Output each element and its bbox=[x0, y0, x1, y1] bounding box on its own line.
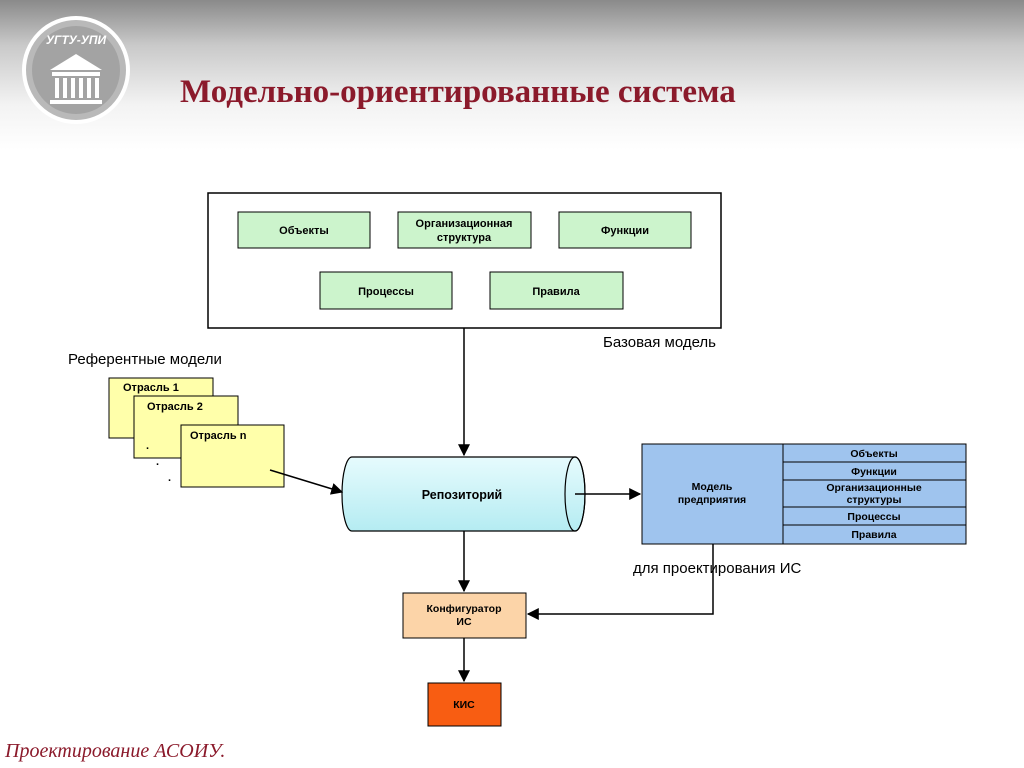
enterprise-row-org-structures-label-1: Организационные bbox=[826, 482, 921, 494]
repository-label: Репозиторий bbox=[422, 488, 503, 502]
slide-title: Модельно-ориентированные система bbox=[180, 74, 736, 110]
header-gradient bbox=[0, 0, 1024, 150]
enterprise-model-title-2: предприятия bbox=[678, 494, 746, 506]
reference-sheet-1-label: Отрасль 1 bbox=[123, 382, 179, 394]
configurator-label-2: ИС bbox=[456, 616, 472, 628]
ellipsis-dot-3: . bbox=[168, 472, 171, 484]
base-org-structure-label-2: структура bbox=[437, 232, 492, 244]
enterprise-model-box bbox=[641, 443, 784, 545]
arrow-reference-to-repository bbox=[269, 469, 344, 495]
ellipsis-dot-2: . bbox=[156, 456, 159, 468]
base-processes-label: Процессы bbox=[358, 286, 414, 298]
enterprise-row-processes-label: Процессы bbox=[847, 511, 900, 523]
enterprise-row-objects-label: Объекты bbox=[850, 448, 897, 460]
enterprise-row-rules-label: Правила bbox=[851, 529, 896, 541]
logo-text: УГТУ-УПИ bbox=[46, 33, 107, 47]
enterprise-row-functions-label: Функции bbox=[851, 466, 897, 478]
kis-label: КИС bbox=[453, 699, 475, 711]
reference-models-caption: Референтные модели bbox=[68, 351, 222, 368]
reference-sheet-2-label: Отрасль 2 bbox=[147, 401, 203, 413]
configurator-label-1: Конфигуратор bbox=[427, 603, 502, 615]
enterprise-row-org-structures-label-2: структуры bbox=[847, 494, 902, 506]
base-org-structure-box bbox=[397, 211, 532, 249]
arrow-enterprise-to-configurator bbox=[526, 544, 714, 620]
base-rules-label: Правила bbox=[532, 286, 580, 298]
base-processes-box bbox=[319, 271, 453, 310]
enterprise-model-title-1: Модель bbox=[692, 481, 733, 493]
reference-sheet-n bbox=[180, 424, 285, 488]
base-functions-label: Функции bbox=[601, 225, 649, 237]
enterprise-row-rules bbox=[782, 524, 967, 545]
footer-text: Проектирование АСОИУ. bbox=[5, 740, 226, 762]
base-objects-box bbox=[237, 211, 371, 249]
ellipsis-dot-1: . bbox=[146, 440, 149, 452]
base-model-caption: Базовая модель bbox=[603, 334, 716, 351]
enterprise-model-caption: для проектирования ИС bbox=[633, 560, 801, 577]
base-objects-label: Объекты bbox=[279, 225, 329, 237]
enterprise-row-org-structures bbox=[782, 479, 967, 508]
university-logo: УГТУ-УПИ bbox=[22, 16, 130, 124]
base-rules-box bbox=[489, 271, 624, 310]
kis-box bbox=[427, 682, 502, 727]
base-functions-box bbox=[558, 211, 692, 249]
reference-sheet-n-label: Отрасль n bbox=[190, 430, 247, 442]
base-org-structure-label-1: Организационная bbox=[416, 218, 513, 230]
configurator-box bbox=[402, 592, 527, 639]
